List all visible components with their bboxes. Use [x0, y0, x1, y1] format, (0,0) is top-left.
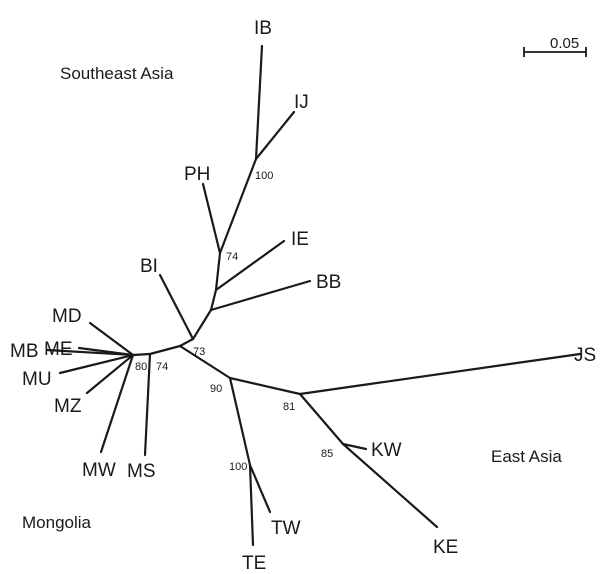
branch-root-to-mongolia-outer [148, 344, 182, 356]
branch-js-node-to-kw-ke-node [298, 392, 345, 446]
bootstrap-label-mongolia-outer: 74 [156, 361, 168, 373]
taxon-label-ij: IJ [294, 92, 309, 113]
taxon-label-bi: BI [140, 256, 158, 277]
bootstrap-label-east-asia-root: 90 [210, 383, 222, 395]
branch-bb [209, 279, 312, 312]
branch-te [248, 463, 255, 547]
taxon-label-ph: PH [184, 164, 210, 185]
bootstrap-labels: 100 74 73 80 74 90 81 85 100 [135, 170, 333, 473]
bootstrap-label-bi-node: 73 [193, 346, 205, 358]
bootstrap-label-tw-te: 100 [229, 461, 247, 473]
taxon-label-mu: MU [22, 369, 52, 390]
taxon-label-me: ME [44, 339, 73, 360]
branch-ib [254, 44, 264, 161]
taxon-label-mw: MW [82, 460, 116, 481]
branch-bi [158, 273, 195, 341]
branch-ie [214, 239, 286, 292]
taxon-labels: IB IJ PH IE BB BI MD ME MB MU MZ MW MS J… [10, 18, 596, 574]
scale-bar-label: 0.05 [550, 35, 579, 52]
bootstrap-label-ib-ij: 100 [255, 170, 273, 182]
taxon-label-te: TE [242, 553, 266, 574]
branch-root-to-bi-node [178, 337, 195, 348]
branch-ph-node-to-ib-ij-node [218, 157, 258, 255]
branch-kw [341, 442, 368, 451]
region-label-southeast-asia: Southeast Asia [60, 64, 174, 83]
branch-ke [341, 442, 439, 529]
taxon-label-kw: KW [371, 440, 402, 461]
bootstrap-label-js-node: 81 [283, 401, 295, 413]
bootstrap-label-ph-node: 74 [226, 251, 238, 263]
branch-east-asia-to-js-node [228, 376, 302, 396]
bootstrap-label-kw-ke: 85 [321, 448, 333, 460]
branch-tw [248, 463, 272, 514]
taxon-label-mz: MZ [54, 396, 82, 417]
taxon-label-bb: BB [316, 272, 341, 293]
branch-mu [58, 353, 135, 375]
branch-ie-node-to-ph-node [214, 251, 222, 292]
taxon-label-ib: IB [254, 18, 272, 39]
internal-branches [131, 157, 345, 467]
scale-bar: 0.05 [523, 35, 587, 57]
branch-east-asia-to-tw-te-node [228, 376, 252, 467]
taxon-label-ke: KE [433, 537, 458, 558]
branch-root-to-east-asia-node [178, 344, 232, 380]
branch-bi-node-to-bb-node [191, 308, 213, 341]
taxon-label-tw: TW [271, 518, 301, 539]
taxon-label-ie: IE [291, 229, 309, 250]
region-label-east-asia: East Asia [491, 447, 562, 466]
branch-bb-node-to-ie-node [209, 288, 218, 312]
taxon-label-js: JS [574, 345, 596, 366]
branch-ms [143, 352, 152, 457]
branch-mongolia-outer-to-inner [131, 352, 152, 357]
branch-ph [201, 182, 222, 255]
branch-mb [45, 348, 135, 357]
taxon-label-mb: MB [10, 341, 39, 362]
branch-mw [99, 353, 135, 454]
branch-js [298, 352, 582, 396]
branch-ij [254, 110, 296, 161]
region-label-mongolia: Mongolia [22, 513, 92, 532]
bootstrap-label-mongolia-inner: 80 [135, 361, 147, 373]
taxon-label-ms: MS [127, 461, 156, 482]
terminal-branches [45, 44, 582, 547]
branch-mz [85, 353, 135, 395]
branch-md [88, 321, 135, 357]
taxon-label-md: MD [52, 306, 82, 327]
